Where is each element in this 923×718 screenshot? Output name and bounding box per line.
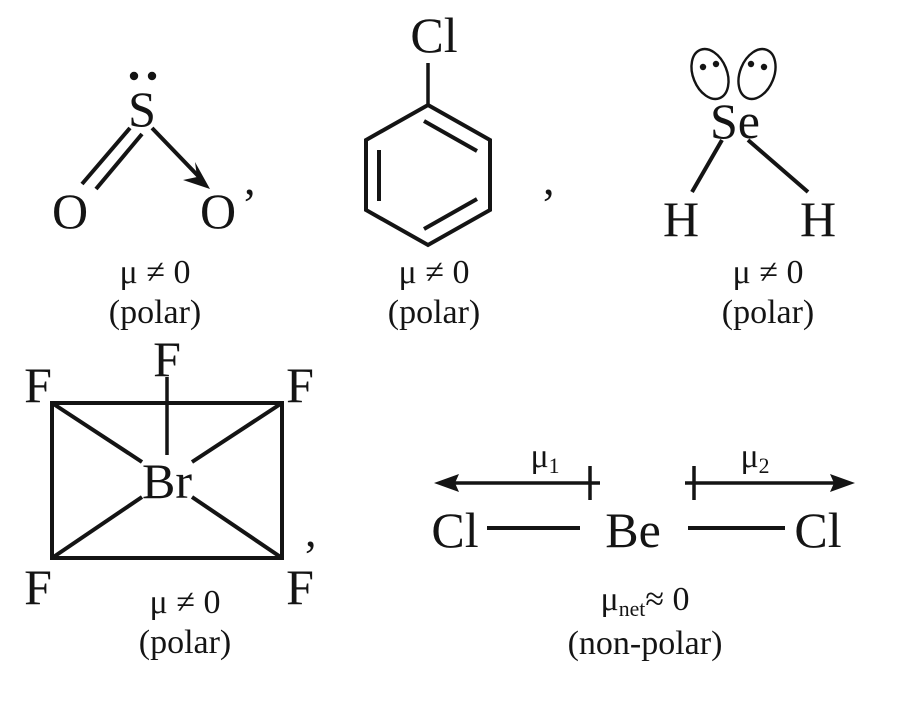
so2-single-bond [150, 126, 205, 183]
becl2-dipole1-label: μ1 [530, 440, 559, 478]
separator-comma-1: , [244, 153, 256, 204]
s-lone-pair-dot-2 [147, 71, 157, 81]
so2-double-bond-outer [80, 126, 132, 186]
se-lone-pair-dot-1 [699, 63, 707, 71]
becl2-caption-mu: μ [600, 581, 619, 618]
brf5-bond-top-right [190, 401, 284, 464]
h2se-hydrogen-right-label: H [799, 191, 837, 247]
becl2-dipole2-symbol: μ [740, 438, 759, 475]
h2se-caption: μ ≠ 0 (polar) [722, 256, 815, 330]
becl2-chlorine-left-label: Cl [431, 502, 479, 558]
so2-central-atom-label: S [128, 81, 156, 137]
chlorobenzene-caption-line1: μ ≠ 0 [398, 254, 470, 291]
becl2-caption: μnet≈ 0 (non-polar) [568, 583, 723, 661]
becl2-dipole2-subscript: 2 [758, 454, 770, 479]
becl2-central-atom-label: Be [605, 502, 661, 558]
h2se-caption-line2: (polar) [721, 294, 815, 331]
h2se-caption-line1: μ ≠ 0 [732, 254, 804, 291]
se-lone-pair-dot-4 [760, 63, 768, 71]
becl2-chlorine-right-label: Cl [794, 502, 842, 558]
becl2-dipole1-subscript: 1 [548, 454, 560, 479]
becl2-dipole1-symbol: μ [530, 438, 549, 475]
benzene-inner-bond-upper-right [423, 119, 478, 153]
becl2-caption-line1: μnet≈ 0 [568, 583, 723, 621]
h2se-central-atom-label: Se [710, 93, 760, 149]
brf5-central-atom-label: Br [142, 453, 192, 509]
separator-comma-2: , [543, 153, 555, 204]
chlorobenzene-caption-line2: (polar) [387, 294, 481, 331]
se-lone-pair-dot-2 [712, 60, 720, 68]
becl2-dipole2-arrowhead [830, 474, 855, 492]
brf5-bond-bottom-right [190, 495, 284, 560]
brf5-caption: μ ≠ 0 (polar) [139, 586, 232, 660]
separator-comma-3: , [305, 505, 317, 556]
becl2-caption-mu-subscript: net [618, 597, 646, 622]
so2-bonds [80, 126, 210, 191]
benzene-inner-bond-lower-right [423, 197, 478, 231]
brf5-top-left-fluorine-label: F [24, 357, 52, 413]
becl2-caption-mu-tail: ≈ 0 [645, 581, 690, 618]
brf5-bond-bottom-left [50, 495, 144, 560]
chlorobenzene-bonds [364, 63, 492, 248]
so2-oxygen-left-label: O [51, 183, 89, 239]
chlorobenzene-substituent-label: Cl [410, 7, 458, 63]
so2-double-bond-inner [94, 132, 144, 191]
s-lone-pair-dot-1 [129, 71, 139, 81]
becl2-dipole2-label: μ2 [740, 440, 769, 478]
h2se-hydrogen-left-label: H [662, 191, 700, 247]
becl2-dipole1-arrowhead [434, 474, 459, 492]
so2-oxygen-right-label: O [199, 183, 237, 239]
so2-caption: μ ≠ 0 (polar) [109, 256, 202, 330]
brf5-caption-line2: (polar) [138, 624, 232, 661]
chlorobenzene-caption: μ ≠ 0 (polar) [388, 256, 481, 330]
brf5-bottom-right-fluorine-label: F [286, 559, 314, 615]
se-lone-pair-dot-3 [747, 60, 755, 68]
so2-caption-line1: μ ≠ 0 [119, 254, 191, 291]
brf5-caption-line1: μ ≠ 0 [149, 584, 221, 621]
so2-caption-line2: (polar) [108, 294, 202, 331]
becl2-caption-line2: (non-polar) [567, 624, 723, 662]
brf5-bottom-left-fluorine-label: F [24, 559, 52, 615]
brf5-apex-fluorine-label: F [153, 331, 181, 387]
brf5-bond-top-left [50, 401, 144, 464]
brf5-top-right-fluorine-label: F [286, 357, 314, 413]
benzene-ring [364, 102, 492, 248]
